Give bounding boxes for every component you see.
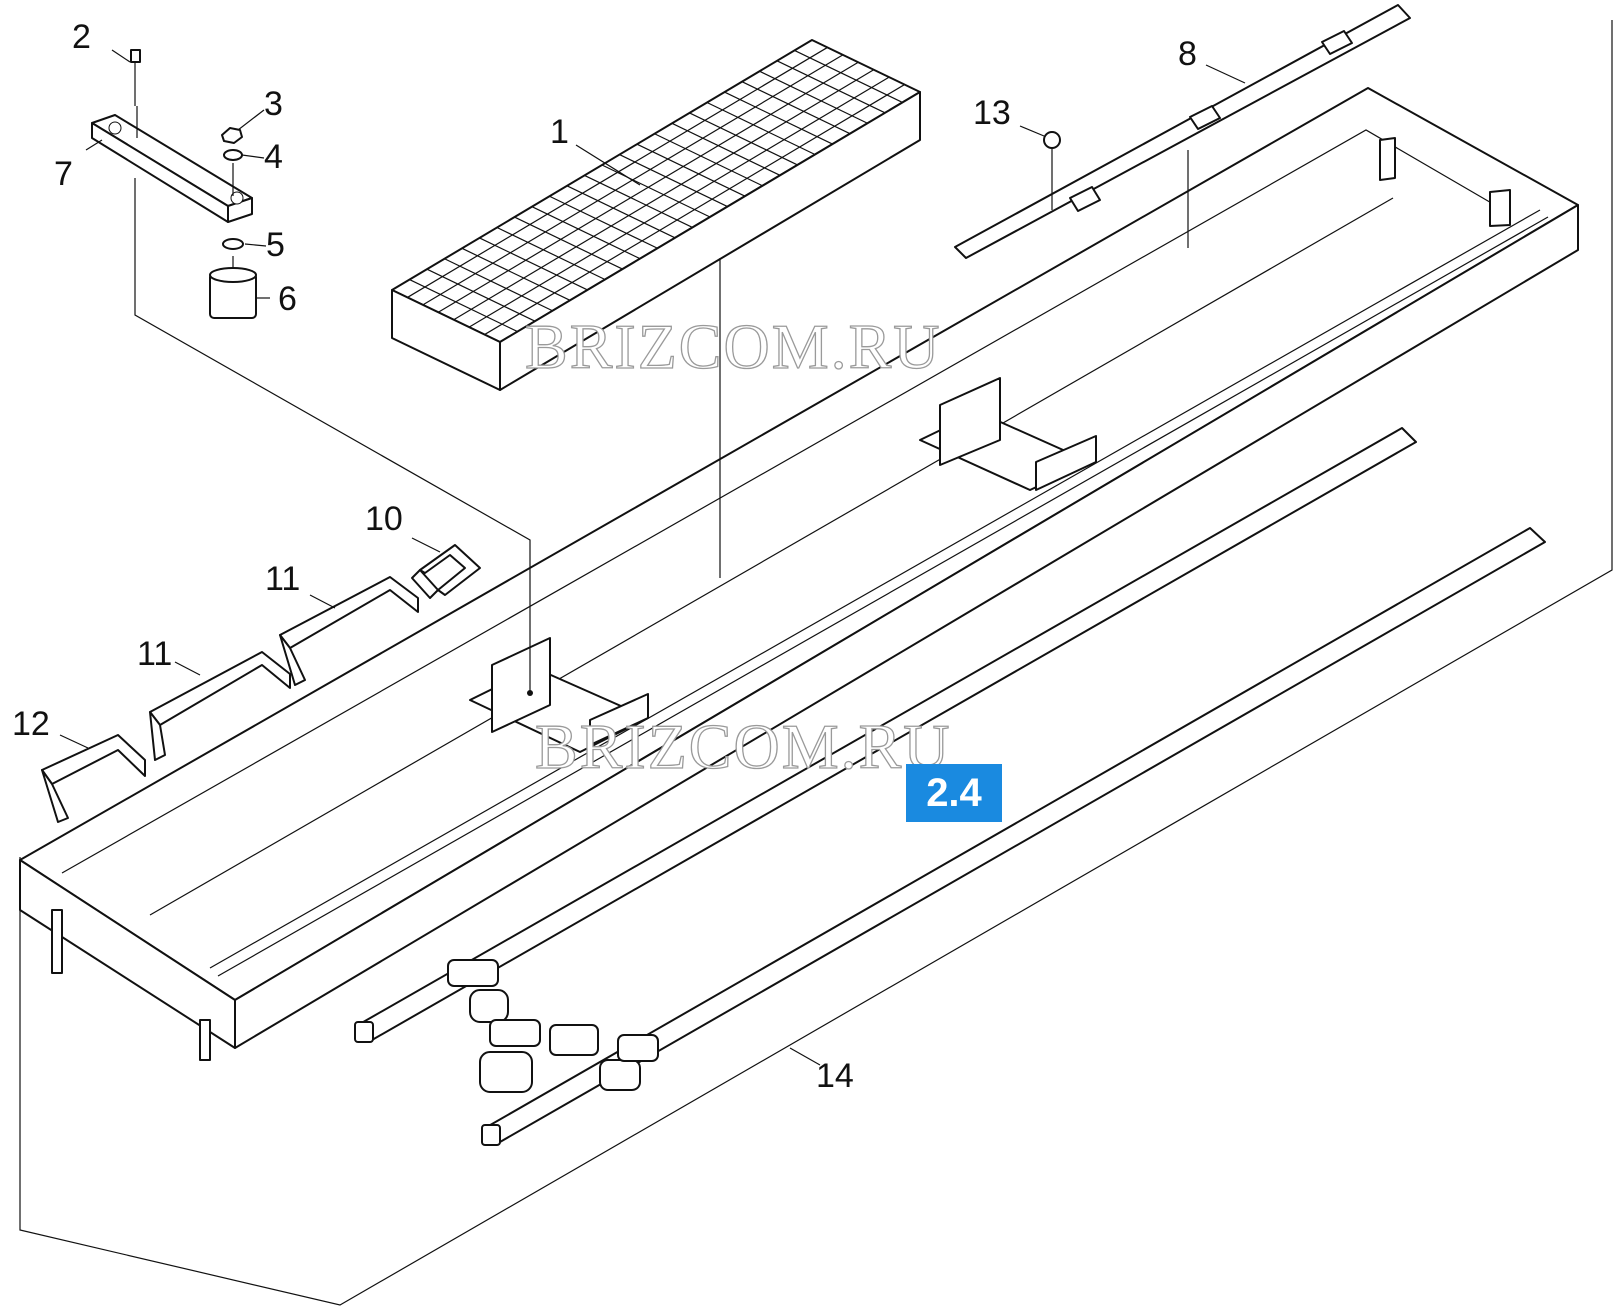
cover-10 (411, 544, 481, 599)
callout-7: 7 (54, 155, 73, 193)
callout-1: 1 (550, 113, 569, 151)
heating-tube-upper (354, 427, 1417, 1043)
top-rail (954, 4, 1411, 259)
leader-8 (1205, 64, 1246, 84)
mount-axis-line (134, 178, 531, 693)
leader-2 (111, 49, 131, 63)
leader-12 (59, 734, 89, 749)
callout-3: 3 (264, 85, 283, 123)
center-bracket-lower (469, 637, 649, 753)
leader-5 (244, 243, 267, 247)
leader-7 (85, 139, 103, 151)
leader-4 (241, 154, 265, 159)
cover-11-upper (279, 576, 419, 686)
leader-3 (237, 109, 265, 131)
cover-12 (41, 734, 146, 823)
leader-14 (789, 1047, 821, 1066)
callout-10: 10 (365, 500, 403, 538)
callout-2: 2 (72, 18, 91, 56)
main-tray (19, 87, 1579, 1061)
cover-11-lower (149, 651, 291, 761)
watermark-top: BRIZCOM.RU (525, 311, 942, 382)
assembly-boundary (19, 20, 1613, 1306)
callout-4: 4 (264, 138, 283, 176)
leader-13 (1019, 125, 1045, 137)
nut-3 (221, 127, 243, 144)
callout-5: 5 (266, 226, 285, 264)
leader-11a (309, 594, 336, 609)
leader-11b (174, 661, 201, 676)
callout-8: 8 (1178, 35, 1197, 73)
screw-13 (1043, 131, 1061, 210)
callout-12: 12 (12, 705, 50, 743)
callout-6: 6 (278, 280, 297, 318)
washer-5 (222, 238, 244, 250)
watermark-bottom: BRIZCOM.RU (535, 711, 952, 782)
pipe-fittings (447, 959, 659, 1093)
callout-14: 14 (816, 1057, 854, 1095)
heating-tube-lower (481, 527, 1546, 1146)
section-2-4-badge[interactable]: 2.4 (906, 764, 1002, 822)
center-bracket-upper (919, 377, 1097, 491)
washer-4 (223, 149, 243, 161)
callout-11-upper: 11 (265, 560, 300, 598)
bolt-2 (130, 49, 141, 138)
leader-10 (411, 537, 441, 553)
leader-1 (575, 144, 641, 186)
vibration-mount-6 (209, 256, 257, 319)
side-bar-7 (91, 114, 253, 223)
callout-13: 13 (973, 94, 1011, 132)
callout-11-lower: 11 (137, 635, 172, 673)
